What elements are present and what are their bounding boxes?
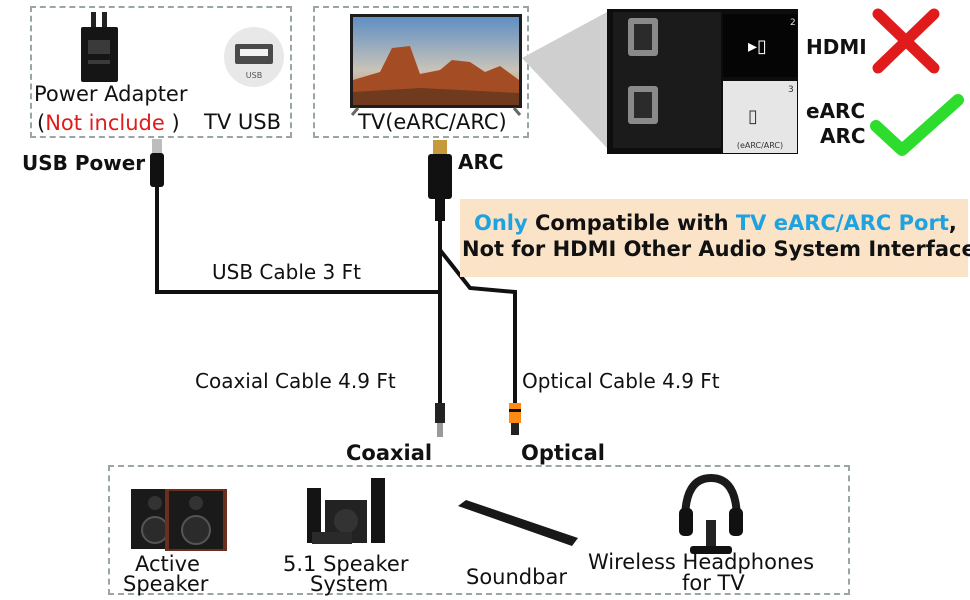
- port-earc-symbol: ▯: [748, 106, 758, 127]
- earc-label: eARC: [806, 99, 866, 123]
- tv-box: [313, 6, 529, 138]
- paren-open: (: [37, 111, 46, 135]
- speaker-system-label-2: System: [310, 572, 389, 596]
- tv-label: TV(eARC/ARC): [358, 110, 507, 134]
- power-adapter-icon: [81, 12, 118, 82]
- not-include-text: Not include: [45, 111, 165, 135]
- headphones-label-1: Wireless Headphones: [588, 550, 815, 574]
- optical-plug-icon: [509, 403, 521, 435]
- accessories-box: [30, 6, 292, 138]
- speaker-system-icon: [307, 478, 385, 544]
- not-included-note: (Not include ): [37, 111, 180, 135]
- active-speaker-label-1: Active: [135, 552, 200, 576]
- power-adapter-label: Power Adapter: [34, 82, 188, 106]
- callout-compat: Compatible with: [527, 211, 736, 235]
- callout-tv-port: TV eARC/ARC Port: [735, 211, 949, 235]
- check-icon: [870, 94, 964, 156]
- port-num-3: 3: [788, 85, 794, 95]
- coaxial-plug-icon: [435, 403, 445, 437]
- headphones-icon: [679, 473, 743, 554]
- speaker-system-label-1: 5.1 Speaker: [283, 552, 409, 576]
- port-hdmi-symbol: ▸▯: [748, 36, 767, 57]
- headphones-label-2: for TV: [682, 571, 745, 595]
- cables: [155, 187, 517, 405]
- arc-label: ARC: [820, 124, 866, 148]
- devices-box: [108, 465, 850, 595]
- port-num-2: 2: [790, 18, 796, 28]
- arc-plug-label: ARC: [458, 150, 504, 174]
- usb-power-label: USB Power: [22, 151, 146, 175]
- port-earc-text: (eARC/ARC): [737, 141, 783, 150]
- callout-line-2: Not for HDMI Other Audio System Interfac…: [462, 237, 970, 261]
- usb-plug-icon: [150, 139, 164, 187]
- soundbar-icon: [458, 500, 578, 546]
- compatibility-callout: Only Compatible with TV eARC/ARC Port, N…: [460, 199, 970, 277]
- tv-usb-label: TV USB: [204, 110, 281, 134]
- callout-line-1: Only Compatible with TV eARC/ARC Port,: [474, 211, 957, 235]
- optical-cable-label: Optical Cable 4.9 Ft: [522, 369, 720, 393]
- usb-port-text: USB: [246, 71, 262, 80]
- tv-icon: [350, 14, 522, 116]
- optical-label: Optical: [521, 441, 605, 465]
- callout-comma: ,: [948, 211, 957, 235]
- callout-only: Only: [474, 211, 528, 235]
- active-speaker-label-2: Speaker: [123, 572, 209, 596]
- soundbar-label: Soundbar: [466, 565, 567, 589]
- usb-cable-label: USB Cable 3 Ft: [212, 260, 361, 284]
- coaxial-label: Coaxial: [346, 441, 433, 465]
- usb-port-icon: USB: [224, 27, 284, 87]
- hdmi-plug-icon: [428, 140, 452, 221]
- tv-ports-photo: 2 3 ▸▯ ▯ (eARC/ARC): [607, 9, 798, 154]
- coaxial-cable-label: Coaxial Cable 4.9 Ft: [195, 369, 396, 393]
- hdmi-label: HDMI: [806, 35, 867, 59]
- paren-close: ): [171, 111, 180, 135]
- active-speaker-icon: [131, 489, 227, 551]
- cross-icon: [872, 8, 940, 74]
